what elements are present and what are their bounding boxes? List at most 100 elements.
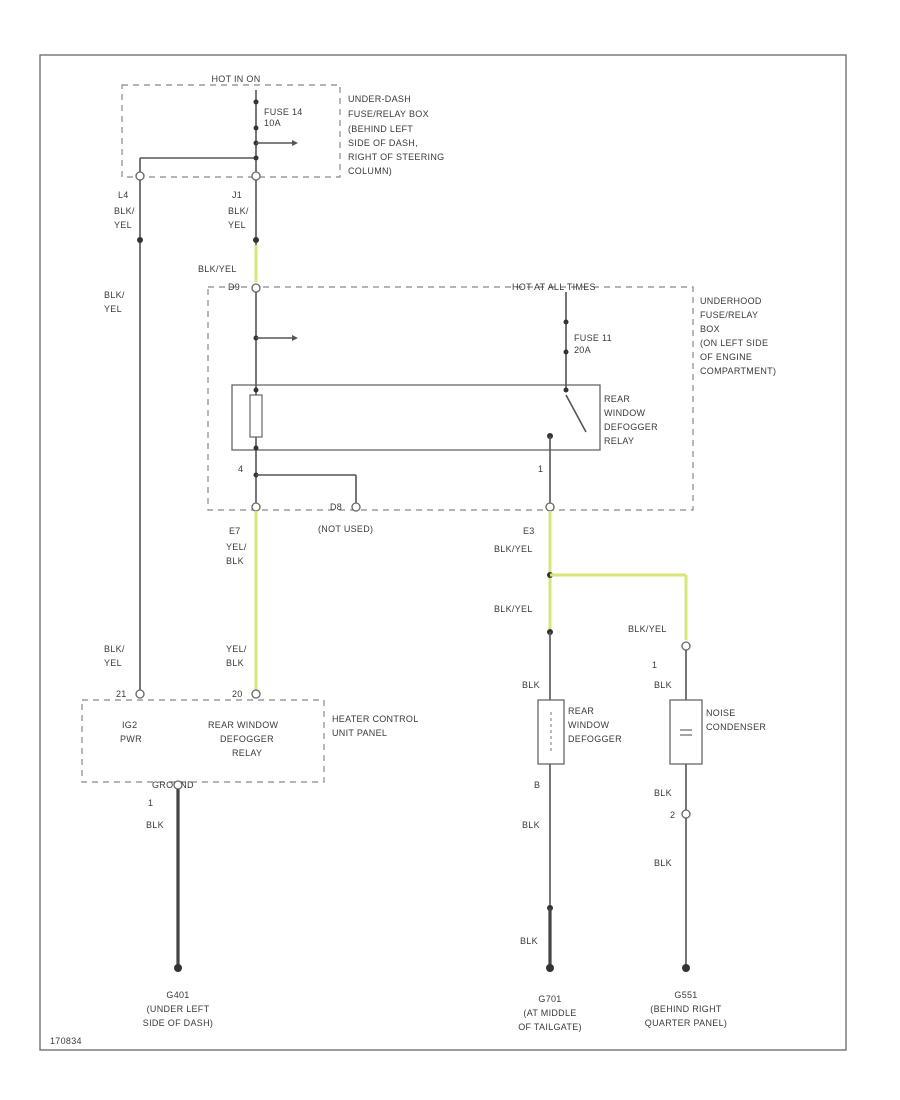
hcu-label-1: HEATER CONTROL xyxy=(332,714,419,724)
g401-desc-1: (UNDER LEFT xyxy=(147,1004,210,1014)
pin-l4: L4 xyxy=(118,190,129,200)
hcu-rear-window: REAR WINDOW xyxy=(208,720,278,730)
relay-coil xyxy=(249,394,263,438)
dash-box-text-1: UNDER-DASH xyxy=(348,94,411,104)
pin-20: 20 xyxy=(232,689,243,699)
connector-condenser-1 xyxy=(681,641,691,651)
branch-arrow-head xyxy=(292,140,298,146)
dash-box-text-6: COLUMN) xyxy=(348,166,392,176)
heater-control-unit xyxy=(81,699,325,783)
bus-arrow-head xyxy=(292,335,298,341)
connector-21 xyxy=(135,689,145,699)
blk-b: BLK xyxy=(226,658,244,668)
fuse14-bottom-dot xyxy=(253,125,259,131)
dash-box-text-5: RIGHT OF STEERING xyxy=(348,152,444,162)
hcu-defogger: DEFOGGER xyxy=(220,734,274,744)
defog-text-3: DEFOGGER xyxy=(568,734,622,744)
blk-nc-3: BLK xyxy=(654,858,672,868)
dash-box-text-2: FUSE/RELAY BOX xyxy=(348,109,429,119)
yel-label-1: YEL xyxy=(114,220,132,230)
blk-yel-1: BLK/YEL xyxy=(494,544,533,554)
hot-at-all-times: HOT AT ALL TIMES xyxy=(512,282,596,292)
rear-defogger-relay xyxy=(231,384,601,451)
hcu-ig2: IG2 xyxy=(122,720,137,730)
relay-text-4: RELAY xyxy=(604,436,634,446)
g701-desc-1: (AT MIDDLE xyxy=(523,1008,576,1018)
left-yel: YEL xyxy=(104,304,122,314)
yel-b: YEL/ xyxy=(226,644,247,654)
blk-defog-2: BLK xyxy=(522,820,540,830)
g551-label: G551 xyxy=(674,990,697,1000)
connector-e7 xyxy=(251,502,261,512)
yel-label-2: YEL xyxy=(228,220,246,230)
pin-gnd-1: 1 xyxy=(148,798,153,808)
connector-ground xyxy=(173,780,183,790)
dash-box-text-4: SIDE OF DASH, xyxy=(348,138,418,148)
left-wire-dot xyxy=(137,237,143,243)
ground-g701 xyxy=(546,964,554,972)
blk-label-1: BLK/ xyxy=(114,206,135,216)
relay-coil-top-dot xyxy=(253,387,259,393)
hood-box-text-1: UNDERHOOD xyxy=(700,296,762,306)
blk-label-2: BLK/ xyxy=(228,206,249,216)
hood-box-text-4: (ON LEFT SIDE xyxy=(700,338,768,348)
relay-text-2: WINDOW xyxy=(604,408,645,418)
ground-connector-label: GROUND xyxy=(152,780,194,790)
connector-condenser-2 xyxy=(681,809,691,819)
connector-20 xyxy=(251,689,261,699)
hood-box-text-2: FUSE/RELAY xyxy=(700,310,758,320)
ground-g401 xyxy=(174,964,182,972)
fuse11-amps: 20A xyxy=(574,345,591,355)
dash-box-text-3: (BEHIND LEFT xyxy=(348,124,413,134)
g401-desc-2: SIDE OF DASH) xyxy=(143,1018,213,1028)
defog-text-2: WINDOW xyxy=(568,720,609,730)
connector-d8 xyxy=(351,502,361,512)
ground-g551 xyxy=(682,964,690,972)
underhood-fuse-box xyxy=(207,286,694,511)
pin-2: 2 xyxy=(670,810,675,820)
pin-b: B xyxy=(534,780,540,790)
connector-e3 xyxy=(545,502,555,512)
fuse14-amps: 10A xyxy=(264,118,281,128)
relay-switch-dot xyxy=(563,387,569,393)
relay-coil-bottom-dot xyxy=(253,445,259,451)
fuse14-label: FUSE 14 xyxy=(264,107,303,117)
connector-d9 xyxy=(251,283,261,293)
figure-id: 170834 xyxy=(50,1036,82,1046)
pin-21: 21 xyxy=(116,689,127,699)
pin-1: 1 xyxy=(538,464,543,474)
blk-yel-top: BLK/YEL xyxy=(198,264,237,274)
hot-in-on-label: HOT IN ON xyxy=(211,74,260,84)
left-yel-2: YEL xyxy=(104,658,122,668)
blk-yel-3: BLK/YEL xyxy=(628,624,667,634)
g701-desc-2: OF TAILGATE) xyxy=(518,1022,582,1032)
relay-switch-arm xyxy=(565,394,587,433)
left-blk: BLK/ xyxy=(104,290,125,300)
hcu-relay: RELAY xyxy=(232,748,262,758)
blk-defog: BLK xyxy=(522,680,540,690)
g401-label: G401 xyxy=(166,990,189,1000)
pin-e7: E7 xyxy=(229,526,241,536)
left-blk-2: BLK/ xyxy=(104,644,125,654)
noise-condenser xyxy=(669,699,703,765)
defog-text-1: REAR xyxy=(568,706,594,716)
fuse11-bottom-dot xyxy=(563,349,569,355)
hcu-pwr: PWR xyxy=(120,734,142,744)
pin-4: 4 xyxy=(238,464,243,474)
hood-box-text-5: OF ENGINE xyxy=(700,352,752,362)
j1-wire-dot xyxy=(253,237,259,243)
relay-text-3: DEFOGGER xyxy=(604,422,658,432)
g551-desc-1: (BEHIND RIGHT xyxy=(650,1004,722,1014)
blk-nc: BLK xyxy=(654,680,672,690)
under-dash-fuse-box xyxy=(121,84,341,178)
relay-text-1: REAR xyxy=(604,394,630,404)
connector-l4 xyxy=(135,171,145,181)
blk-nc-2: BLK xyxy=(654,788,672,798)
diagram-border xyxy=(39,54,847,1051)
pin-j1: J1 xyxy=(232,190,242,200)
blk-a: BLK xyxy=(226,556,244,566)
hood-box-text-6: COMPARTMENT) xyxy=(700,366,776,376)
noise-text-2: CONDENSER xyxy=(706,722,766,732)
blk-defog-3: BLK xyxy=(520,936,538,946)
